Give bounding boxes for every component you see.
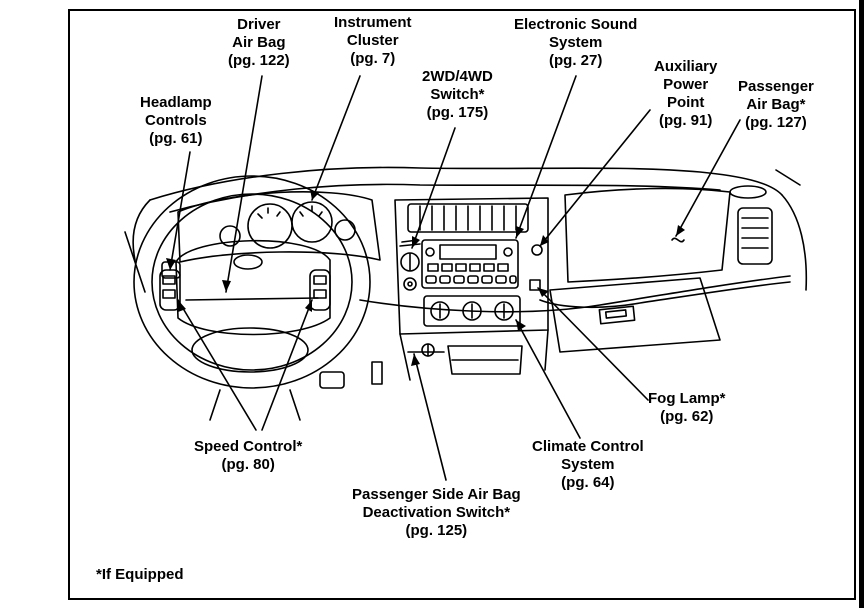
callout-line: (pg. 122) xyxy=(228,52,290,69)
callout-line: Passenger xyxy=(738,78,814,95)
callout-line: Climate Control xyxy=(532,438,644,455)
callout-headlamp-controls: Headlamp Controls (pg. 61) xyxy=(140,94,212,148)
leader-speed-left xyxy=(177,299,257,431)
callout-fog-lamp: Fog Lamp* (pg. 62) xyxy=(648,390,726,426)
callout-line: (pg. 80) xyxy=(221,456,275,473)
callout-instrument-cluster: Instrument Cluster (pg. 7) xyxy=(334,14,412,68)
callout-line: Driver xyxy=(237,16,281,33)
page-edge-bar xyxy=(859,0,864,608)
callout-climate-control-system: Climate Control System (pg. 64) xyxy=(532,438,644,492)
steering-wheel-outer xyxy=(133,175,371,389)
callout-line: Power xyxy=(663,76,709,93)
callout-line: Fog Lamp* xyxy=(648,390,726,407)
callout-line: System xyxy=(561,456,615,473)
leader-fog xyxy=(537,287,649,401)
leader-aux xyxy=(539,109,651,247)
callout-line: (pg. 61) xyxy=(149,130,203,147)
callout-line: Speed Control* xyxy=(194,438,303,455)
4wd-knob xyxy=(400,252,420,272)
callout-line: (pg. 175) xyxy=(426,104,489,121)
callout-line: Passenger Side Air Bag xyxy=(352,486,521,503)
aux-power-socket xyxy=(531,244,543,256)
callout-line: (pg. 91) xyxy=(659,112,713,129)
callout-auxiliary-power-point: Auxiliary Power Point (pg. 91) xyxy=(654,58,717,130)
callout-line: System xyxy=(548,34,603,51)
callout-passenger-air-bag: Passenger Air Bag* (pg. 127) xyxy=(738,78,814,132)
callout-speed-control: Speed Control* (pg. 80) xyxy=(194,438,302,474)
callout-driver-air-bag: Driver Air Bag (pg. 122) xyxy=(228,16,290,70)
glove-box xyxy=(549,277,721,353)
passenger-airbag-panel xyxy=(564,187,731,283)
callout-line: Electronic Sound xyxy=(514,16,638,33)
diagram-frame xyxy=(68,9,856,600)
passenger-vent xyxy=(737,207,773,265)
steering-wheel-inner xyxy=(151,193,353,371)
leader-4wd xyxy=(411,127,456,249)
leader-deactivation xyxy=(413,353,447,481)
leader-passenger-airbag xyxy=(675,119,741,237)
center-vent xyxy=(407,203,529,233)
leader-climate xyxy=(515,319,581,439)
callout-passenger-side-air-bag-deactivation: Passenger Side Air Bag Deactivation Swit… xyxy=(352,486,521,540)
callout-line: Switch* xyxy=(430,86,485,103)
callout-line: Point xyxy=(666,94,705,111)
glove-box-latch xyxy=(598,305,636,325)
callout-line: Air Bag xyxy=(232,34,286,51)
callout-line: Controls xyxy=(145,112,207,129)
callout-electronic-sound-system: Electronic Sound System (pg. 27) xyxy=(514,16,637,70)
ashtray xyxy=(447,345,523,375)
callout-line: (pg. 127) xyxy=(745,114,807,131)
callout-line: Auxiliary xyxy=(654,58,718,75)
callout-line: (pg. 64) xyxy=(561,474,615,491)
callout-line: Instrument xyxy=(334,14,412,31)
callout-line: Cluster xyxy=(346,32,399,49)
callout-line: Deactivation Switch* xyxy=(362,504,511,521)
dash-lower-edge xyxy=(359,275,791,313)
callout-line: (pg. 62) xyxy=(660,408,714,425)
leader-headlamp xyxy=(169,151,191,271)
speed-control-right xyxy=(309,269,331,311)
leader-driver-airbag xyxy=(225,75,263,293)
callout-2wd-4wd-switch: 2WD/4WD Switch* (pg. 175) xyxy=(422,68,493,122)
callout-line: (pg. 7) xyxy=(350,50,396,67)
callout-line: 2WD/4WD xyxy=(422,68,493,85)
footnote-if-equipped: *If Equipped xyxy=(96,566,184,583)
climate-panel xyxy=(423,295,521,327)
fog-lamp-switch xyxy=(529,279,541,291)
radio-unit xyxy=(421,239,519,289)
callout-line: Air Bag* xyxy=(746,96,806,113)
leader-cluster xyxy=(311,75,361,201)
callout-line: (pg. 125) xyxy=(405,522,468,539)
leader-speed-right xyxy=(261,299,313,431)
leader-sound xyxy=(515,75,577,239)
callout-line: Headlamp xyxy=(140,94,212,111)
callout-line: (pg. 27) xyxy=(549,52,603,69)
